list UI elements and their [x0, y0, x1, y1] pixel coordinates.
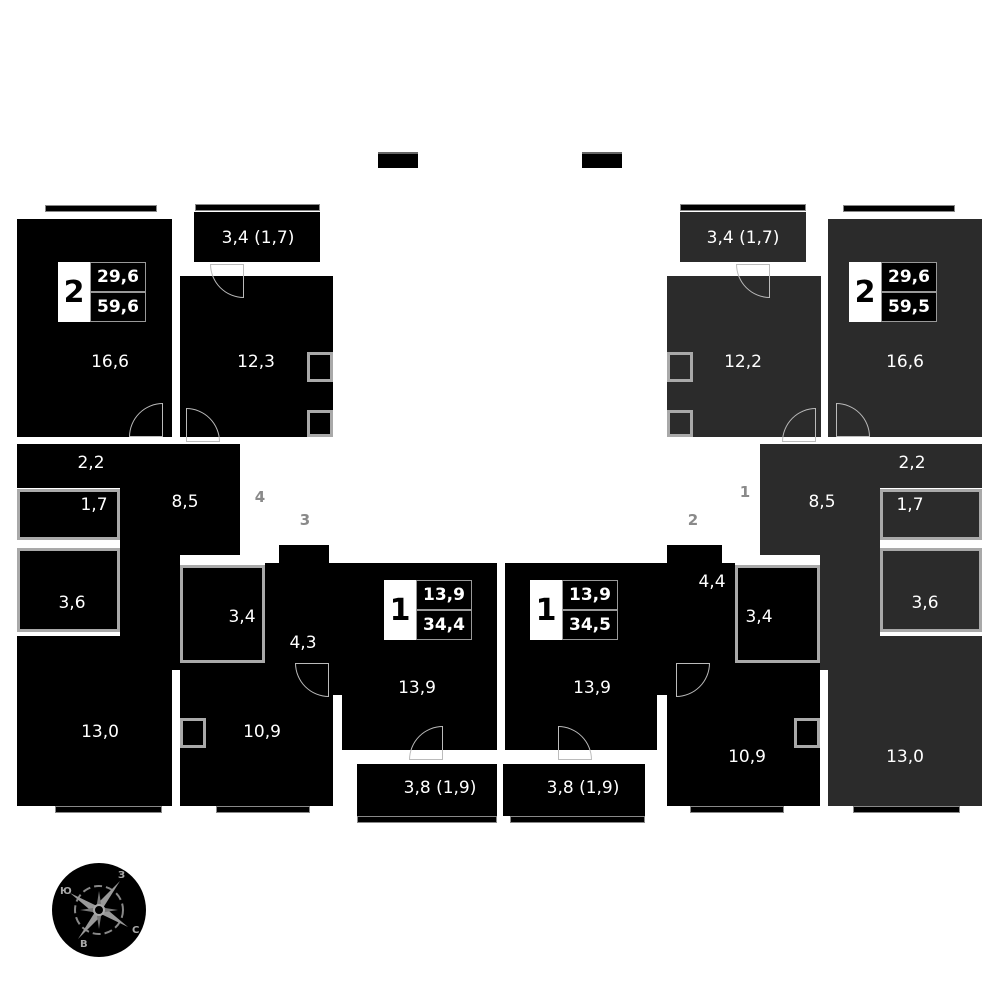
- wc: [880, 489, 982, 540]
- stair-marker: [582, 152, 622, 168]
- hall-area: 8,5: [808, 492, 836, 512]
- stove-icon: [180, 718, 206, 748]
- living-area: 13,9: [562, 580, 618, 610]
- apartment-number: 4: [254, 488, 266, 506]
- wc-wall: [17, 489, 120, 540]
- compass-label: С: [132, 925, 140, 936]
- bathroom-wall: [17, 548, 120, 632]
- compass-rose-icon: [70, 881, 128, 939]
- wc: [17, 489, 120, 540]
- hall-area: 8,5: [171, 492, 199, 512]
- living-area-label: 13,9: [573, 678, 611, 698]
- window: [510, 816, 645, 823]
- bedroom: [17, 636, 172, 806]
- apartment-number: 1: [739, 483, 751, 501]
- compass-label: З: [118, 870, 126, 881]
- balcony-area: 3,4 (1,7): [706, 228, 780, 248]
- rooms-count: 2: [849, 262, 881, 322]
- balcony-area: 3,8 (1,9): [546, 778, 620, 798]
- bedroom-area: 13,0: [81, 722, 119, 742]
- window: [853, 806, 960, 813]
- compass-label: Ю: [60, 886, 72, 897]
- bathroom: [880, 548, 982, 632]
- window: [216, 806, 310, 813]
- rooms-count: 1: [530, 580, 562, 640]
- bathroom-wall: [880, 548, 982, 632]
- balcony-area: 3,8 (1,9): [403, 778, 477, 798]
- wc-area: 1,7: [80, 495, 108, 515]
- total-area: 34,4: [416, 610, 472, 640]
- kitchen-area: 10,9: [243, 722, 281, 742]
- wc-wall: [880, 489, 982, 540]
- bathroom: [180, 565, 265, 663]
- balcony: [357, 764, 497, 816]
- window: [357, 816, 497, 823]
- hall-area: 4,3: [289, 633, 317, 653]
- bathroom-wall: [735, 565, 820, 663]
- stove-icon: [667, 352, 693, 382]
- balcony: [503, 764, 645, 816]
- window: [45, 205, 157, 212]
- window: [690, 806, 784, 813]
- balcony: [194, 212, 320, 262]
- living-area: 29,6: [881, 262, 937, 292]
- total-area: 59,6: [90, 292, 146, 322]
- window: [680, 204, 806, 211]
- kitchen-area: 10,9: [728, 747, 766, 767]
- living-area-label: 16,6: [886, 352, 924, 372]
- compass-label: В: [80, 939, 88, 950]
- bath-area: 3,6: [911, 593, 939, 613]
- balcony-area: 3,4 (1,7): [221, 228, 295, 248]
- window: [195, 204, 320, 211]
- window: [55, 806, 162, 813]
- room-living: [828, 219, 982, 437]
- hall: [120, 444, 240, 555]
- compass-icon: З С В Ю: [52, 863, 146, 957]
- stove-icon: [794, 718, 820, 748]
- wc-area: 1,7: [896, 495, 924, 515]
- hall: [760, 444, 880, 555]
- bath-area: 3,6: [58, 593, 86, 613]
- bath-area: 3,4: [228, 607, 256, 627]
- storage-area: 2,2: [898, 453, 926, 473]
- sink-icon: [307, 410, 333, 437]
- bedroom-area: 13,0: [886, 747, 924, 767]
- bathroom-wall: [180, 565, 265, 663]
- rooms-count: 1: [384, 580, 416, 640]
- apartment-number: 2: [687, 511, 699, 529]
- shaft: [279, 545, 329, 565]
- kitchen-area: 12,2: [724, 352, 762, 372]
- hall-area: 4,4: [698, 572, 726, 592]
- sink-icon: [667, 410, 693, 437]
- window: [843, 205, 955, 212]
- living-area: 29,6: [90, 262, 146, 292]
- storage: [17, 444, 120, 488]
- shaft: [667, 545, 722, 565]
- bathroom: [17, 548, 120, 632]
- apartment-number: 3: [299, 511, 311, 529]
- kitchen-area: 12,3: [237, 352, 275, 372]
- bathroom: [735, 565, 820, 663]
- total-area: 59,5: [881, 292, 937, 322]
- bath-area: 3,4: [745, 607, 773, 627]
- storage-area: 2,2: [77, 453, 105, 473]
- storage: [880, 444, 982, 488]
- stair-marker: [378, 152, 418, 168]
- room-living: [17, 219, 172, 437]
- balcony: [680, 212, 806, 262]
- living-area-label: 16,6: [91, 352, 129, 372]
- total-area: 34,5: [562, 610, 618, 640]
- living-area-label: 13,9: [398, 678, 436, 698]
- stove-icon: [307, 352, 333, 382]
- bedroom: [828, 636, 982, 806]
- rooms-count: 2: [58, 262, 90, 322]
- living-area: 13,9: [416, 580, 472, 610]
